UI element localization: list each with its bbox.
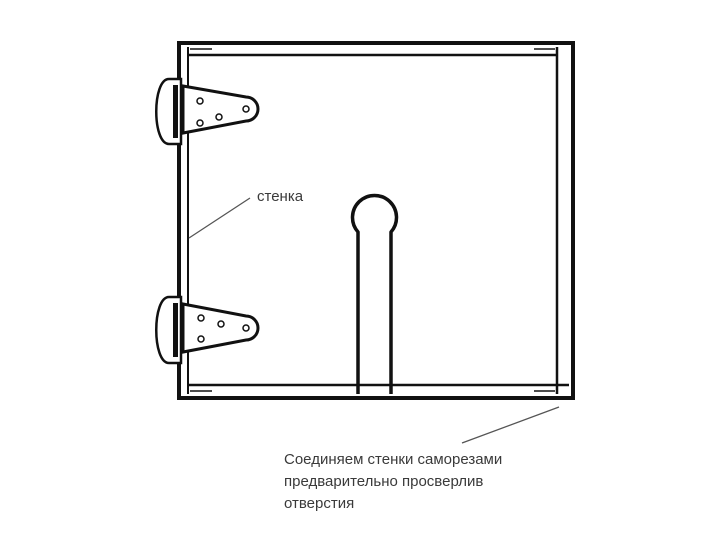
screw-hole xyxy=(196,119,204,127)
screw-hole xyxy=(196,97,204,105)
wall-label-leader xyxy=(188,197,251,239)
corner-joint-marks xyxy=(190,48,555,392)
screw-hole xyxy=(197,314,205,322)
screw-hole xyxy=(242,324,250,332)
hinge-top xyxy=(155,77,260,146)
keyhole-cutout xyxy=(350,193,399,394)
note-leader xyxy=(461,406,560,444)
box-outer-frame xyxy=(177,41,575,400)
screw-hole xyxy=(242,105,250,113)
screw-hole xyxy=(197,335,205,343)
wall-label: стенка xyxy=(257,188,304,205)
hinge-bottom xyxy=(155,295,260,365)
screw-hole xyxy=(217,320,225,328)
assembly-note-line-3: отверстия xyxy=(284,495,355,512)
screw-hole xyxy=(215,113,223,121)
assembly-note-line-2: предварительно просверлив xyxy=(284,473,484,490)
hinge-pin xyxy=(173,85,178,138)
assembly-note: Соединяем стенки саморезами предваритель… xyxy=(284,449,502,515)
assembly-note-line-1: Соединяем стенки саморезами xyxy=(284,451,503,468)
hinge-pin xyxy=(173,303,178,357)
